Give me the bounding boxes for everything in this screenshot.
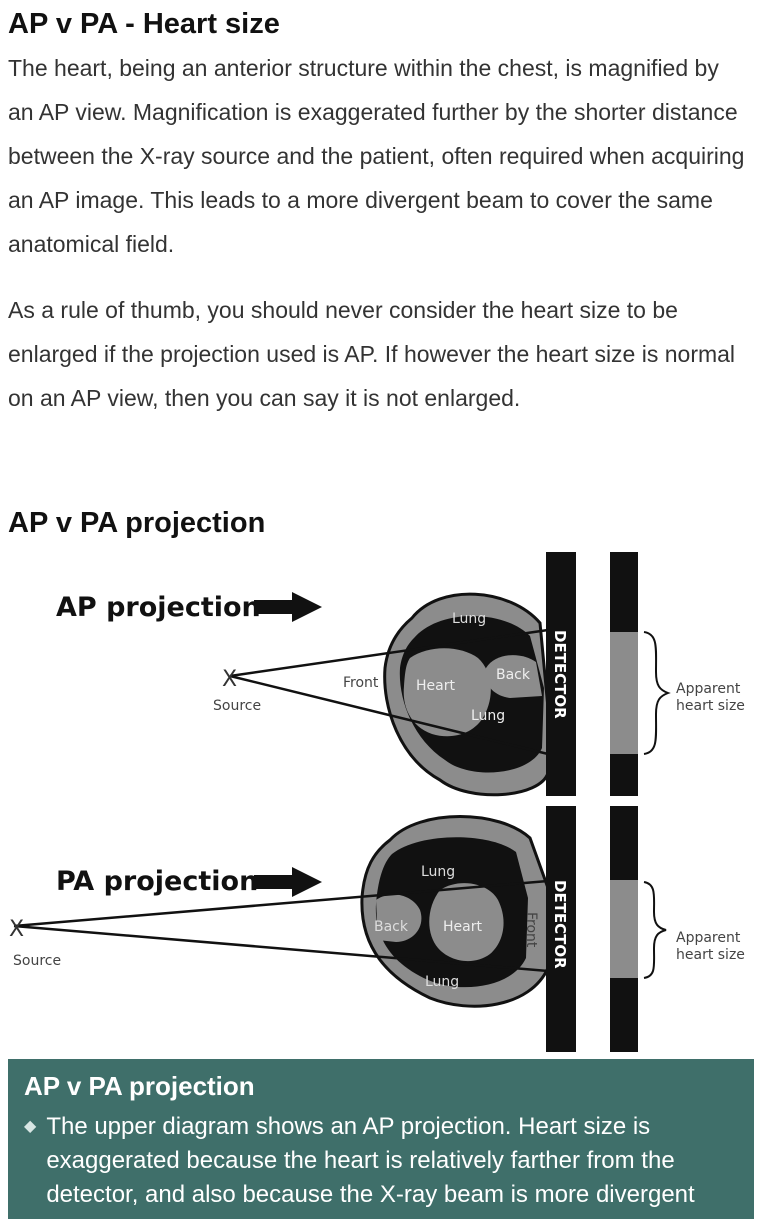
pa-image-bottom (610, 978, 638, 1052)
ap-apparent-line1: Apparent (676, 681, 741, 697)
ap-back-label: Back (496, 667, 531, 683)
ap-diagram: AP projection X Source Front Back Heart … (56, 552, 745, 797)
section-heading-projection: AP v PA projection (8, 507, 266, 539)
ap-image-top (610, 552, 638, 632)
pa-heart-shape (429, 883, 504, 962)
ap-source-mark: X (222, 667, 237, 692)
pa-detector (546, 806, 576, 1052)
ap-beam-upper (229, 628, 549, 678)
pa-lung-top-label: Lung (421, 864, 455, 880)
diamond-bullet-icon: ◆ (24, 1118, 37, 1135)
section-heading-heart-size: AP v PA - Heart size (8, 8, 280, 40)
pa-back-label: Back (374, 919, 409, 935)
pa-source-label: Source (13, 953, 61, 969)
callout-list-item: ◆ The upper diagram shows an AP projecti… (24, 1110, 738, 1212)
ap-image-heart (610, 632, 638, 754)
projection-diagram: AP projection X Source Front Back Heart … (9, 552, 745, 1052)
pa-beam-lower (13, 924, 549, 973)
callout-item-text: The upper diagram shows an AP projection… (46, 1113, 695, 1208)
ap-lung-top-label: Lung (452, 611, 486, 627)
pa-lung-bottom-label: Lung (425, 974, 459, 990)
ap-heart-label: Heart (416, 678, 455, 694)
pa-beam-upper (13, 879, 549, 928)
ap-lung-bottom-label: Lung (471, 708, 505, 724)
pa-title: PA projection (56, 866, 258, 897)
ap-beam-lower (229, 674, 549, 756)
ap-apparent-line2: heart size (676, 698, 745, 714)
ap-source-label: Source (213, 698, 261, 714)
ap-image-bottom (610, 754, 638, 796)
pa-apparent-line2: heart size (676, 947, 745, 963)
ap-back-notch (485, 655, 542, 698)
ap-front-label: Front (343, 675, 379, 691)
callout-box: AP v PA projection ◆ The upper diagram s… (8, 1059, 754, 1219)
paragraph-rule-of-thumb: As a rule of thumb, you should never con… (8, 297, 736, 411)
pa-brace-icon (643, 881, 667, 979)
pa-detector-label: DETECTOR (551, 880, 569, 969)
pa-front-label: Front (523, 912, 539, 948)
ap-heart-shape (403, 648, 491, 737)
ap-detector (546, 552, 576, 796)
callout-title: AP v PA projection (24, 1071, 255, 1101)
pa-diagram: PA projection X Source Back Heart Lung L… (9, 806, 745, 1052)
ap-arrow-icon (254, 592, 322, 622)
ap-brace-icon (643, 631, 671, 755)
pa-image-heart (610, 880, 638, 978)
pa-source-mark: X (9, 917, 24, 942)
ap-detector-label: DETECTOR (551, 630, 569, 719)
pa-apparent-line1: Apparent (676, 930, 741, 946)
paragraph-magnification: The heart, being an anterior structure w… (8, 55, 745, 257)
pa-back-notch (376, 894, 422, 942)
pa-heart-label: Heart (443, 919, 482, 935)
ap-title: AP projection (56, 592, 261, 623)
pa-image-top (610, 806, 638, 880)
pa-arrow-icon (254, 867, 322, 897)
